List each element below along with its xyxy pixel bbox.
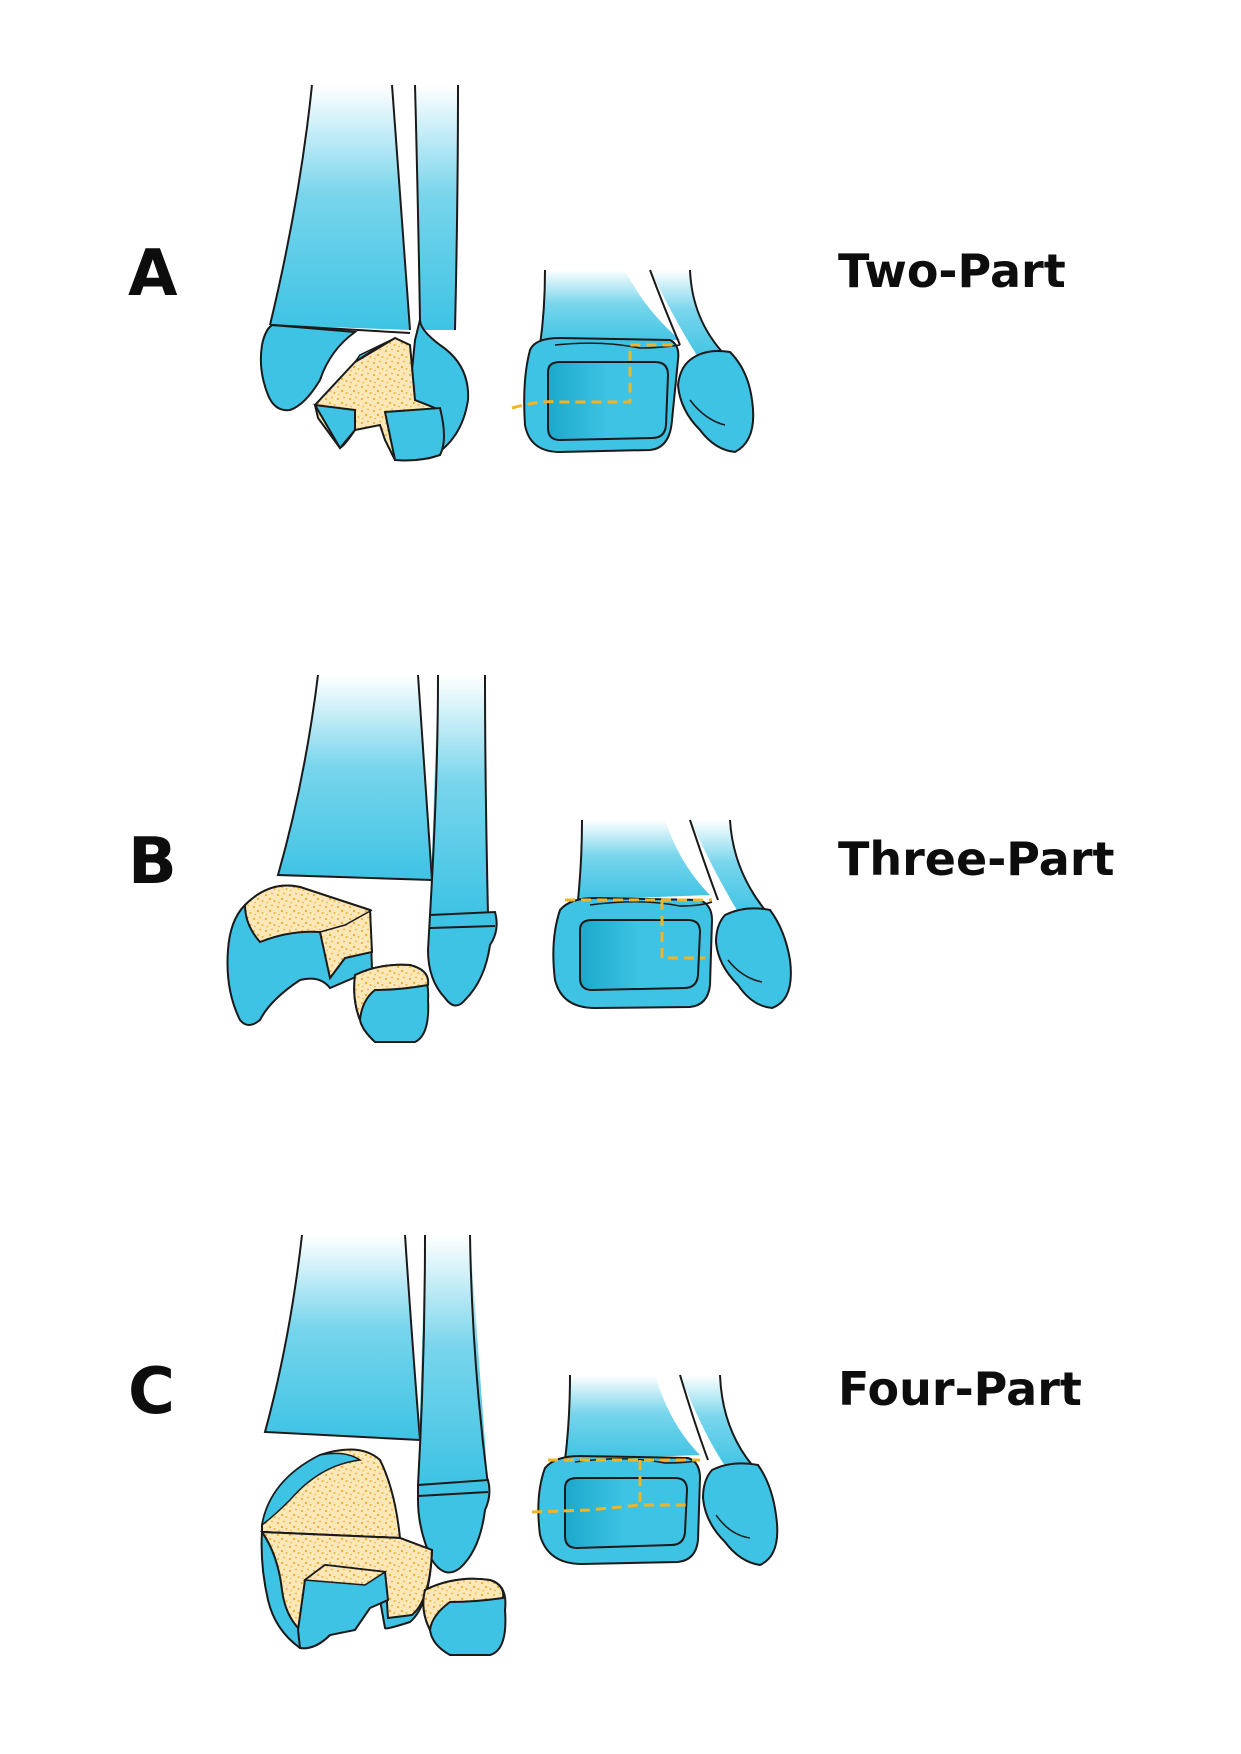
fibula-lateral-view — [701, 1462, 779, 1567]
lateral-view — [511, 269, 755, 454]
lateral-malleolus — [417, 1478, 491, 1574]
panel-a: A Two-Part — [0, 0, 1241, 580]
central-fragment — [296, 1563, 390, 1650]
lateral-malleolus — [426, 910, 498, 1007]
lateral-view — [552, 819, 792, 1010]
fracture-line — [531, 1458, 700, 1514]
medial-malleolus-segment — [259, 323, 358, 412]
panel-title: Two-Part — [838, 244, 1066, 298]
fibula-shaft — [415, 85, 458, 330]
two-part-fracture-illustration — [259, 84, 755, 462]
panel-title: Three-Part — [838, 832, 1115, 886]
panel-b: B Three-Part — [0, 580, 1241, 1160]
panel-letter: C — [128, 1355, 175, 1429]
fibula-shaft — [418, 1235, 488, 1485]
tibia-shaft — [278, 675, 432, 880]
panel-c: C Four-Part — [0, 1160, 1241, 1740]
tibia-shaft — [265, 1235, 420, 1440]
fracture-line — [511, 343, 678, 410]
panel-letter: B — [128, 825, 177, 899]
fibula-lateral-view — [676, 350, 755, 454]
fracture-line — [565, 898, 712, 960]
panel-letter: A — [128, 237, 178, 311]
panel-title: Four-Part — [838, 1362, 1082, 1416]
lateral-view — [531, 1374, 779, 1567]
fibula-lateral-view — [714, 907, 792, 1010]
fibula-shaft — [430, 675, 488, 915]
four-part-fracture-illustration — [260, 1234, 779, 1656]
tibia-shaft — [270, 85, 410, 330]
three-part-fracture-illustration — [226, 674, 792, 1043]
